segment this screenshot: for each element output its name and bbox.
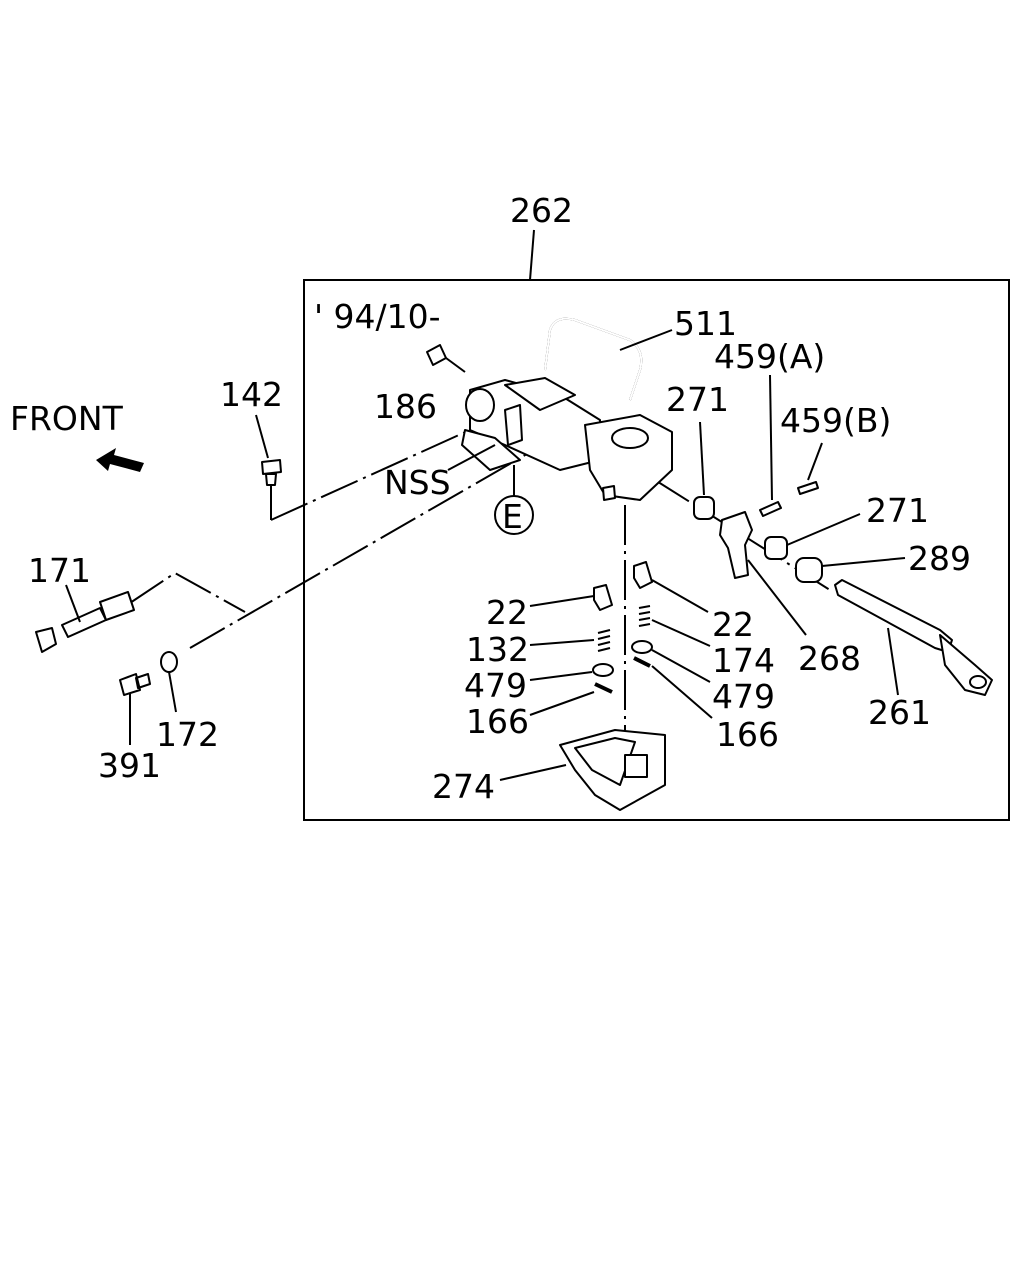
part-271-upper-label: 271 [666, 380, 729, 419]
part-479-left-label: 479 [464, 666, 527, 705]
part-142-label: 142 [220, 375, 283, 414]
part-271-upper-leader [699, 421, 705, 496]
date-code: ' 94/10- [314, 297, 441, 336]
assembly-frame [303, 279, 1010, 821]
part-171-switch [35, 591, 135, 653]
part-174-spring [638, 605, 651, 627]
circle-marker-label: E [502, 497, 523, 536]
part-166-left-label: 166 [466, 702, 529, 741]
part-511-leader [619, 329, 673, 351]
part-261-shaft [834, 579, 993, 696]
part-22-left-leader [529, 595, 595, 607]
part-511-label: 511 [674, 304, 737, 343]
part-166-right [633, 656, 651, 668]
part-271-lower-leader [786, 513, 861, 546]
alignment-line-142 [270, 429, 471, 521]
part-459a-label: 459(A) [714, 337, 825, 376]
nss-leader [447, 444, 496, 471]
part-268-label: 268 [798, 639, 861, 678]
nss-label: NSS [384, 463, 451, 502]
part-142-bolt [261, 459, 282, 486]
part-459a-pin [759, 501, 782, 517]
part-132-spring [597, 629, 611, 652]
assembly-number: 262 [510, 191, 573, 230]
part-274-label: 274 [432, 767, 495, 806]
part-22-right [633, 561, 653, 589]
part-479-left-leader [529, 671, 593, 681]
part-261-leader [887, 627, 899, 696]
part-268-lever [719, 511, 753, 579]
part-479-left [592, 663, 614, 677]
part-172-leader [168, 671, 177, 713]
part-261-label: 261 [868, 693, 931, 732]
part-174-label: 174 [712, 641, 775, 680]
part-171-leader [65, 584, 81, 623]
part-459b-pin [797, 481, 819, 495]
part-166-right-leader [651, 665, 713, 719]
part-274-leader [499, 764, 567, 781]
assembly-leader [529, 229, 535, 281]
part-22-right-leader [651, 579, 709, 613]
part-271-upper [693, 496, 715, 520]
part-172-label: 172 [156, 715, 219, 754]
part-511-pipe-inner [544, 317, 643, 401]
part-186-leader [445, 357, 466, 373]
part-274-boot [559, 729, 666, 811]
part-479-right-label: 479 [712, 677, 775, 716]
part-271-lower [764, 536, 788, 560]
part-142-leader [255, 414, 269, 459]
part-171-label: 171 [28, 551, 91, 590]
part-172-washer [160, 651, 178, 673]
part-289-leader [821, 557, 906, 567]
shift-housing [461, 377, 673, 501]
part-22-left [593, 584, 613, 611]
alignment-line-main [189, 434, 561, 649]
part-22-left-label: 22 [486, 593, 528, 632]
part-459b-label: 459(B) [780, 401, 891, 440]
front-arrow-icon [96, 448, 144, 472]
part-132-leader [529, 639, 595, 646]
part-166-left [594, 682, 613, 694]
part-22-right-label: 22 [712, 605, 754, 644]
part-132-label: 132 [466, 630, 529, 669]
part-391-bolt [119, 673, 151, 696]
part-174-leader [651, 619, 711, 647]
part-459b-leader [807, 442, 823, 481]
part-459a-leader [769, 374, 773, 501]
part-479-right [631, 640, 653, 654]
part-391-label: 391 [98, 746, 161, 785]
part-166-right-label: 166 [716, 715, 779, 754]
front-label: FRONT [10, 399, 124, 438]
alignment-line-171 [129, 571, 246, 613]
part-268-leader [747, 559, 807, 636]
part-186-label: 186 [374, 387, 437, 426]
part-166-left-leader [529, 691, 595, 716]
part-289-label: 289 [908, 539, 971, 578]
part-289-bushing [795, 557, 823, 583]
part-479-right-leader [651, 649, 711, 683]
part-271-lower-label: 271 [866, 491, 929, 530]
part-186 [426, 344, 447, 366]
